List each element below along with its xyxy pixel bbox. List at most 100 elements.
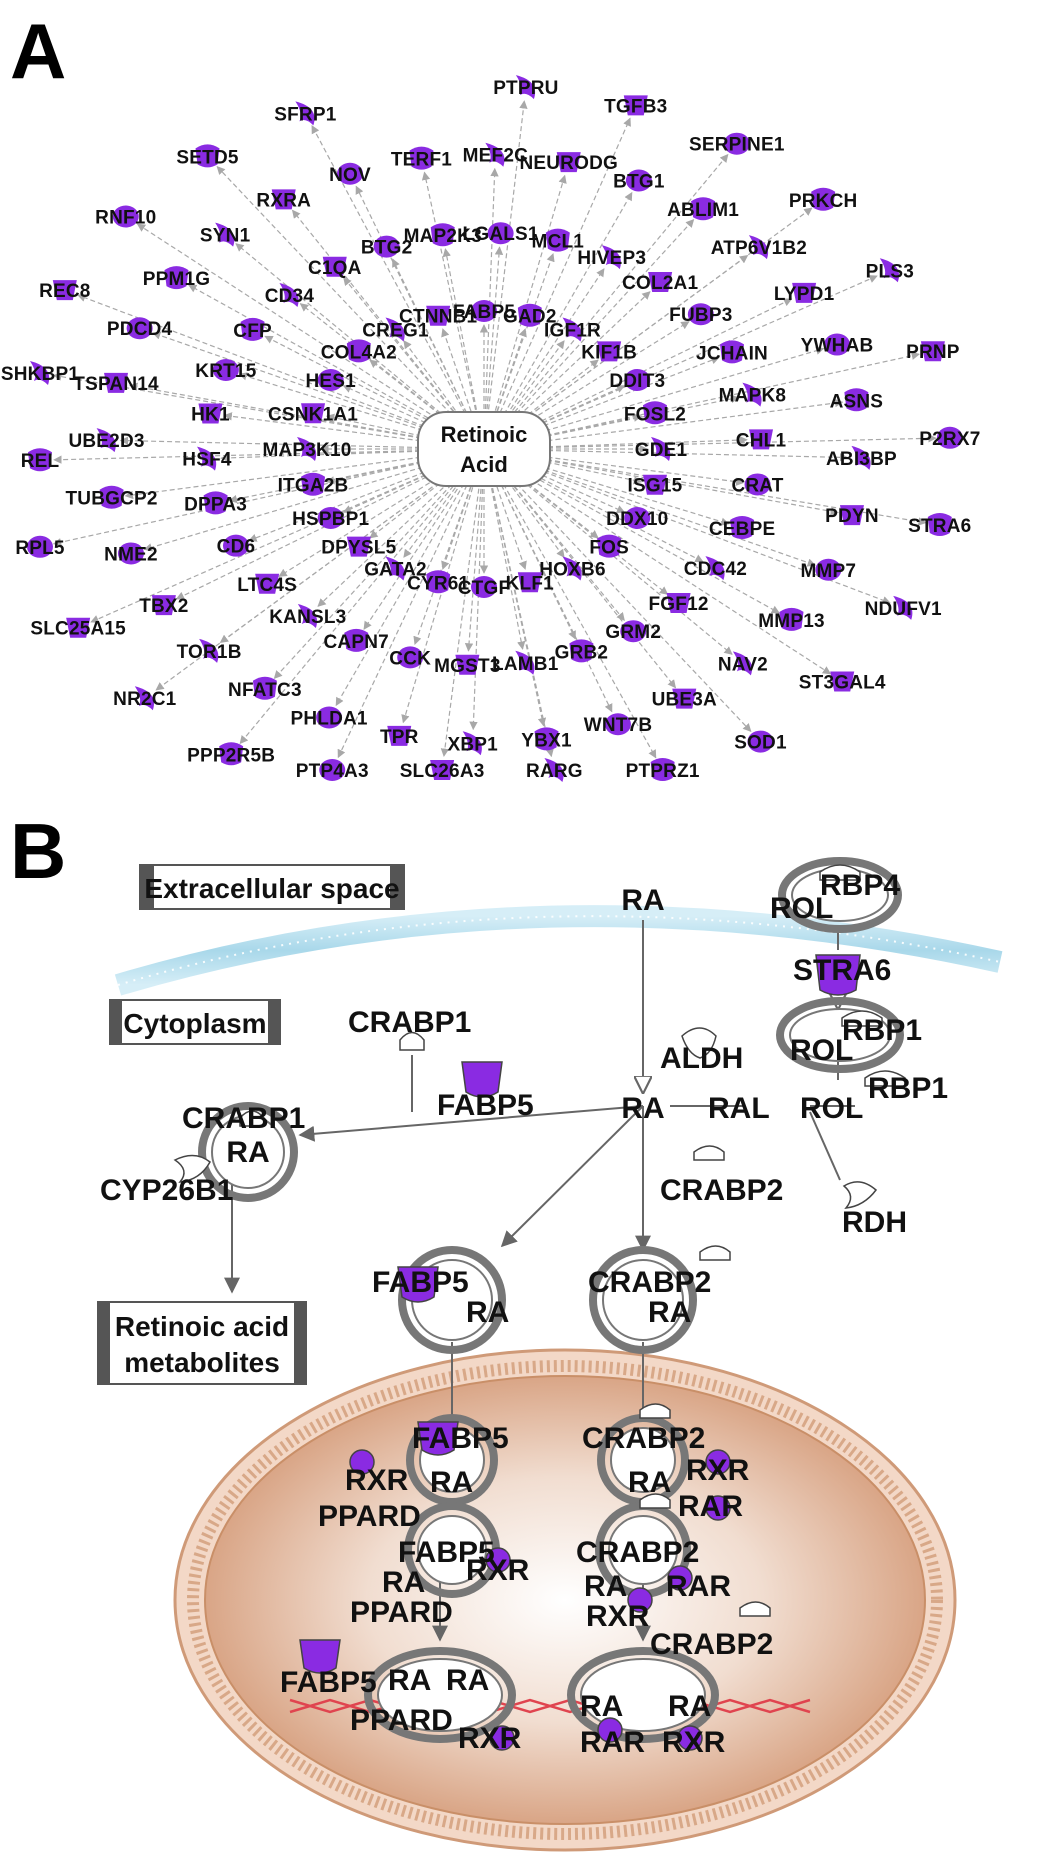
gene-node-grm2: GRM2: [605, 620, 661, 643]
gene-glyph-atp6v1b2: [748, 235, 769, 260]
cyp26b1: CYP26B1: [100, 1174, 233, 1207]
gene-glyph-cfp: [240, 317, 265, 341]
rbp1-a: RBP1: [842, 1014, 922, 1047]
edge-ybx1: [483, 448, 547, 727]
gene-glyph-kif1b: [597, 341, 622, 362]
nuc-rxr-c: RXR: [458, 1722, 522, 1755]
gene-label-ube2d3: UBE2D3: [68, 431, 144, 452]
nuc-rar-e: RAR: [666, 1570, 731, 1603]
gene-node-grb2: GRB2: [555, 639, 608, 663]
gene-label-tor1b: TOR1B: [177, 642, 242, 663]
center-label-line2: Acid: [460, 452, 508, 477]
edge-fgf12: [483, 448, 669, 595]
gene-label-pdcd4: PDCD4: [107, 319, 173, 340]
gene-node-setd5: SETD5: [176, 144, 239, 168]
gene-label-phlda1: PHLDA1: [290, 708, 367, 729]
nuc-ra-f1: RA: [580, 1690, 623, 1723]
gene-label-ywhab: YWHAB: [801, 336, 874, 357]
gene-node-ddit3: DDIT3: [609, 369, 665, 392]
gene-node-nr2c1: NR2C1: [113, 686, 176, 711]
gene-node-ptpru: PTPRU: [493, 75, 558, 100]
gene-label-map2k3: MAP2K3: [404, 226, 482, 247]
edge-gad2: [483, 328, 527, 450]
crabp2-complex: CRABP2: [588, 1266, 711, 1299]
gene-glyph-csnk1a1: [301, 403, 326, 424]
gene-label-fos: FOS: [589, 538, 629, 559]
gene-label-nov: NOV: [329, 165, 371, 186]
gene-glyph-itga2b: [301, 472, 326, 496]
edge-terf1: [421, 171, 485, 450]
gene-label-rxra: RXRA: [256, 190, 311, 211]
gene-node-ptprz1: PTPRZ1: [626, 758, 700, 782]
gene-glyph-ablim1: [691, 197, 716, 221]
metabolites-label-line1: Retinoic acid: [115, 1311, 289, 1342]
nuc-ppard-c: PPARD: [350, 1704, 453, 1737]
gene-label-ptpru: PTPRU: [493, 78, 558, 99]
gene-glyph-mapk8: [742, 382, 762, 407]
extracellular-box: Extracellular space: [139, 864, 405, 910]
gene-glyph-tor1b: [199, 638, 219, 663]
gene-node-fos: FOS: [589, 534, 629, 559]
edge-ptprz1: [483, 448, 657, 759]
gene-node-rec8: REC8: [39, 280, 90, 302]
nuc-ra-f2: RA: [668, 1690, 711, 1723]
gene-node-wnt7b: WNT7B: [584, 713, 653, 736]
gene-node-prkch: PRKCH: [789, 187, 857, 212]
gene-node-map2k3: MAP2K3: [404, 223, 482, 247]
edge-sod1: [483, 448, 752, 733]
gene-label-slc25a15: SLC25A15: [30, 619, 126, 640]
edge-tgfb3: [483, 117, 631, 450]
gene-label-gde1: GDE1: [635, 440, 688, 461]
gene-node-cd6: CD6: [217, 534, 255, 558]
edge-nfatc3: [273, 448, 485, 680]
gene-node-hivep3: HIVEP3: [577, 245, 646, 270]
gene-node-kansl3: KANSL3: [269, 603, 346, 628]
protein-glyphs: [173, 864, 906, 1751]
gene-node-itga2b: ITGA2B: [278, 472, 348, 497]
gene-label-isg15: ISG15: [628, 476, 683, 497]
gene-label-atp6v1b2: ATP6V1B2: [711, 238, 807, 259]
edge-gata2: [403, 448, 485, 558]
gene-node-hes1: HES1: [305, 369, 356, 392]
gene-glyph-ptprz1: [650, 758, 675, 781]
gene-glyph-sfrp1: [295, 101, 315, 126]
nuc-fabp5-b: FABP5: [398, 1536, 495, 1569]
gene-glyph-lypd1: [792, 282, 817, 303]
gene-glyph-pdcd4: [126, 317, 153, 340]
edge-kansl3: [317, 448, 485, 607]
edge-st3gal4: [483, 448, 832, 675]
gene-node-lgals1: LGALS1: [463, 222, 539, 245]
gene-label-ptp4a3: PTP4A3: [296, 761, 369, 782]
gene-glyph-hoxb6: [562, 556, 582, 581]
gene-label-jchain: JCHAIN: [696, 343, 768, 364]
gene-node-nov: NOV: [329, 162, 371, 186]
gene-glyph-lamb1: [515, 650, 535, 675]
gene-label-col4a2: COL4A2: [321, 342, 397, 363]
gene-label-mmp13: MMP13: [758, 611, 824, 632]
gene-node-capn7: CAPN7: [324, 628, 389, 653]
nuc-crabp2-a: CRABP2: [582, 1422, 705, 1455]
gene-label-kif1b: KIF1B: [581, 342, 637, 363]
ra-center: RA: [621, 1092, 664, 1125]
gene-glyph-ppp2r5b: [219, 742, 244, 766]
gene-glyph-ppm1g: [164, 266, 189, 290]
nuc-ra-a: RA: [430, 1466, 473, 1499]
gene-label-ndufv1: NDUFV1: [865, 599, 942, 620]
gene-node-slc26a3: SLC26A3: [400, 760, 484, 782]
gene-label-wnt7b: WNT7B: [584, 715, 653, 736]
gene-glyph-chl1: [749, 429, 774, 450]
gene-glyph-ddit3: [624, 369, 651, 391]
gene-label-cck: CCK: [389, 648, 431, 669]
gene-node-ctnnb1: CTNNB1: [399, 305, 477, 328]
gene-label-prnp: PRNP: [906, 342, 960, 363]
retinoic-acid-node: [417, 411, 551, 487]
gene-label-fosl2: FOSL2: [624, 404, 686, 425]
gene-label-asns: ASNS: [830, 391, 884, 412]
gene-node-syn1: SYN1: [200, 222, 250, 247]
gene-node-map3k10: MAP3K10: [262, 437, 351, 461]
gene-label-ddit3: DDIT3: [609, 371, 665, 392]
gene-node-shkbp1: SHKBP1: [1, 360, 79, 385]
cell-membrane: [114, 905, 1003, 996]
edge-col2a1: [483, 291, 651, 450]
gene-glyph-fosl2: [642, 401, 667, 425]
